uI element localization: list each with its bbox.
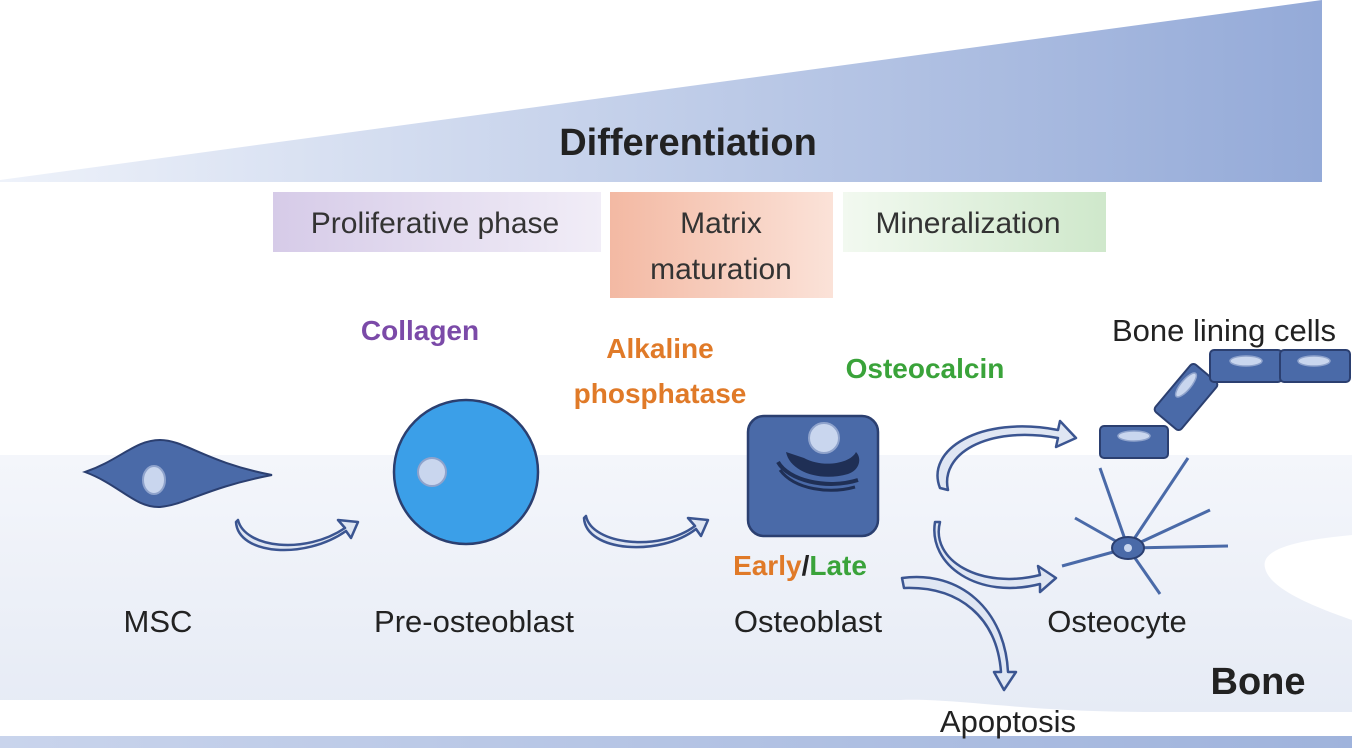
- diagram-title: Differentiation: [559, 122, 817, 164]
- alkaline-label-line1: Alkaline: [606, 333, 713, 364]
- collagen-label: Collagen: [361, 315, 479, 346]
- osteocyte-cell: [1061, 457, 1229, 595]
- early-late-label: Early/Late: [733, 550, 867, 581]
- early-label: Early: [733, 550, 802, 581]
- pre-osteoblast-cell: [392, 398, 540, 546]
- arrow-osteoblast-to-apoptosis: [900, 575, 1018, 692]
- osteocalcin-label: Osteocalcin: [846, 353, 1005, 384]
- matrix-maturation-label-line1: Matrix: [680, 207, 762, 240]
- bone-lining-cells-label: Bone lining cells: [1112, 313, 1336, 348]
- osteoblast-label: Osteoblast: [734, 604, 883, 639]
- proliferative-phase-box: [273, 192, 601, 252]
- differentiation-wedge: [0, 0, 1322, 182]
- osteoblast-nucleus: [808, 422, 840, 454]
- bone-lining-cells: [1099, 349, 1351, 459]
- matrix-maturation-label-line2: maturation: [650, 253, 792, 286]
- late-label: Late: [809, 550, 867, 581]
- arrow-pre-osteoblast-to-osteoblast: [582, 514, 710, 549]
- alkaline-label-line2: phosphatase: [574, 378, 747, 409]
- arrows: [234, 419, 1078, 692]
- arrow-osteoblast-to-osteocyte: [933, 520, 1058, 594]
- proliferative-phase-label: Proliferative phase: [311, 207, 559, 240]
- mineralization-box: [843, 192, 1106, 252]
- msc-nucleus: [142, 465, 166, 495]
- arrow-osteoblast-to-bone-lining: [936, 419, 1078, 492]
- bottom-bar: [0, 736, 1352, 748]
- msc-cell: [82, 438, 273, 509]
- mineralization-label: Mineralization: [875, 207, 1060, 240]
- osteoblast-cell: [746, 414, 880, 538]
- apoptosis-label: Apoptosis: [940, 704, 1076, 739]
- pre-osteoblast-label: Pre-osteoblast: [374, 604, 574, 639]
- arrow-msc-to-pre-osteoblast: [234, 518, 360, 552]
- osteocyte-label: Osteocyte: [1047, 604, 1187, 639]
- pre-osteoblast-nucleus: [417, 457, 447, 487]
- slash-label: /: [802, 550, 810, 581]
- bone-label: Bone: [1211, 661, 1306, 703]
- msc-label: MSC: [124, 604, 193, 639]
- matrix-maturation-box: [610, 192, 833, 298]
